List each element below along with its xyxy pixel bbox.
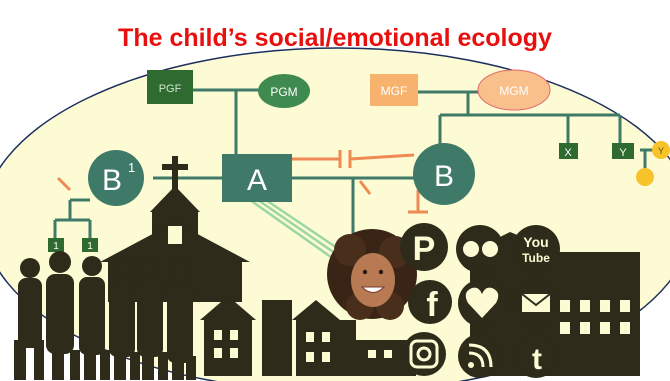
mail-icon xyxy=(512,279,560,327)
svg-text:P: P xyxy=(413,230,436,268)
building-windows xyxy=(168,226,630,362)
svg-text:Y: Y xyxy=(619,147,627,159)
svg-text:PGM: PGM xyxy=(270,85,297,99)
a-to-child-lines xyxy=(249,198,347,264)
y-partner-node: Y xyxy=(652,141,670,159)
conflict-markers xyxy=(56,150,428,214)
a-node: A xyxy=(222,154,292,202)
people-silhouettes xyxy=(14,251,196,380)
b1-child-2: 1 xyxy=(82,238,98,252)
rss-icon xyxy=(458,334,502,378)
svg-text:MGF: MGF xyxy=(381,84,408,98)
mgm-node: MGM xyxy=(477,69,551,111)
facebook-icon: f xyxy=(408,280,452,324)
b-node: B xyxy=(413,143,475,205)
b1-node: B 1 xyxy=(88,150,144,206)
pinterest-icon: P xyxy=(400,223,448,271)
flickr-icon xyxy=(456,225,504,273)
svg-text:X: X xyxy=(564,147,572,159)
svg-text:t: t xyxy=(532,343,542,376)
pgf-node: PGF xyxy=(147,70,193,104)
svg-text:1: 1 xyxy=(87,241,93,252)
svg-text:f: f xyxy=(426,286,438,324)
svg-text:B: B xyxy=(434,160,454,193)
svg-text:A: A xyxy=(247,164,267,197)
svg-text:Tube: Tube xyxy=(522,251,550,265)
svg-text:B: B xyxy=(102,164,122,197)
svg-text:You: You xyxy=(523,234,548,250)
youtube-icon: You Tube xyxy=(512,225,560,273)
slide-title: The child’s social/emotional ecology xyxy=(118,24,552,52)
pgm-node: PGM xyxy=(258,74,310,108)
y-node: Y xyxy=(612,143,634,159)
b1-child-1: 1 xyxy=(48,238,64,252)
y-child-node xyxy=(636,168,654,186)
mgf-node: MGF xyxy=(370,74,418,106)
family-lines xyxy=(53,88,658,246)
heart-icon xyxy=(458,279,506,327)
x-node: X xyxy=(559,143,578,159)
svg-text:Y: Y xyxy=(658,146,664,156)
social-icons: P You Tube f xyxy=(400,223,560,378)
svg-text:1: 1 xyxy=(53,241,59,252)
svg-text:MGM: MGM xyxy=(499,84,528,98)
instagram-icon xyxy=(402,332,446,376)
twitter-icon: t xyxy=(514,334,558,378)
svg-text:PGF: PGF xyxy=(159,83,182,95)
svg-text:1: 1 xyxy=(128,160,135,175)
child-portrait xyxy=(327,229,417,320)
